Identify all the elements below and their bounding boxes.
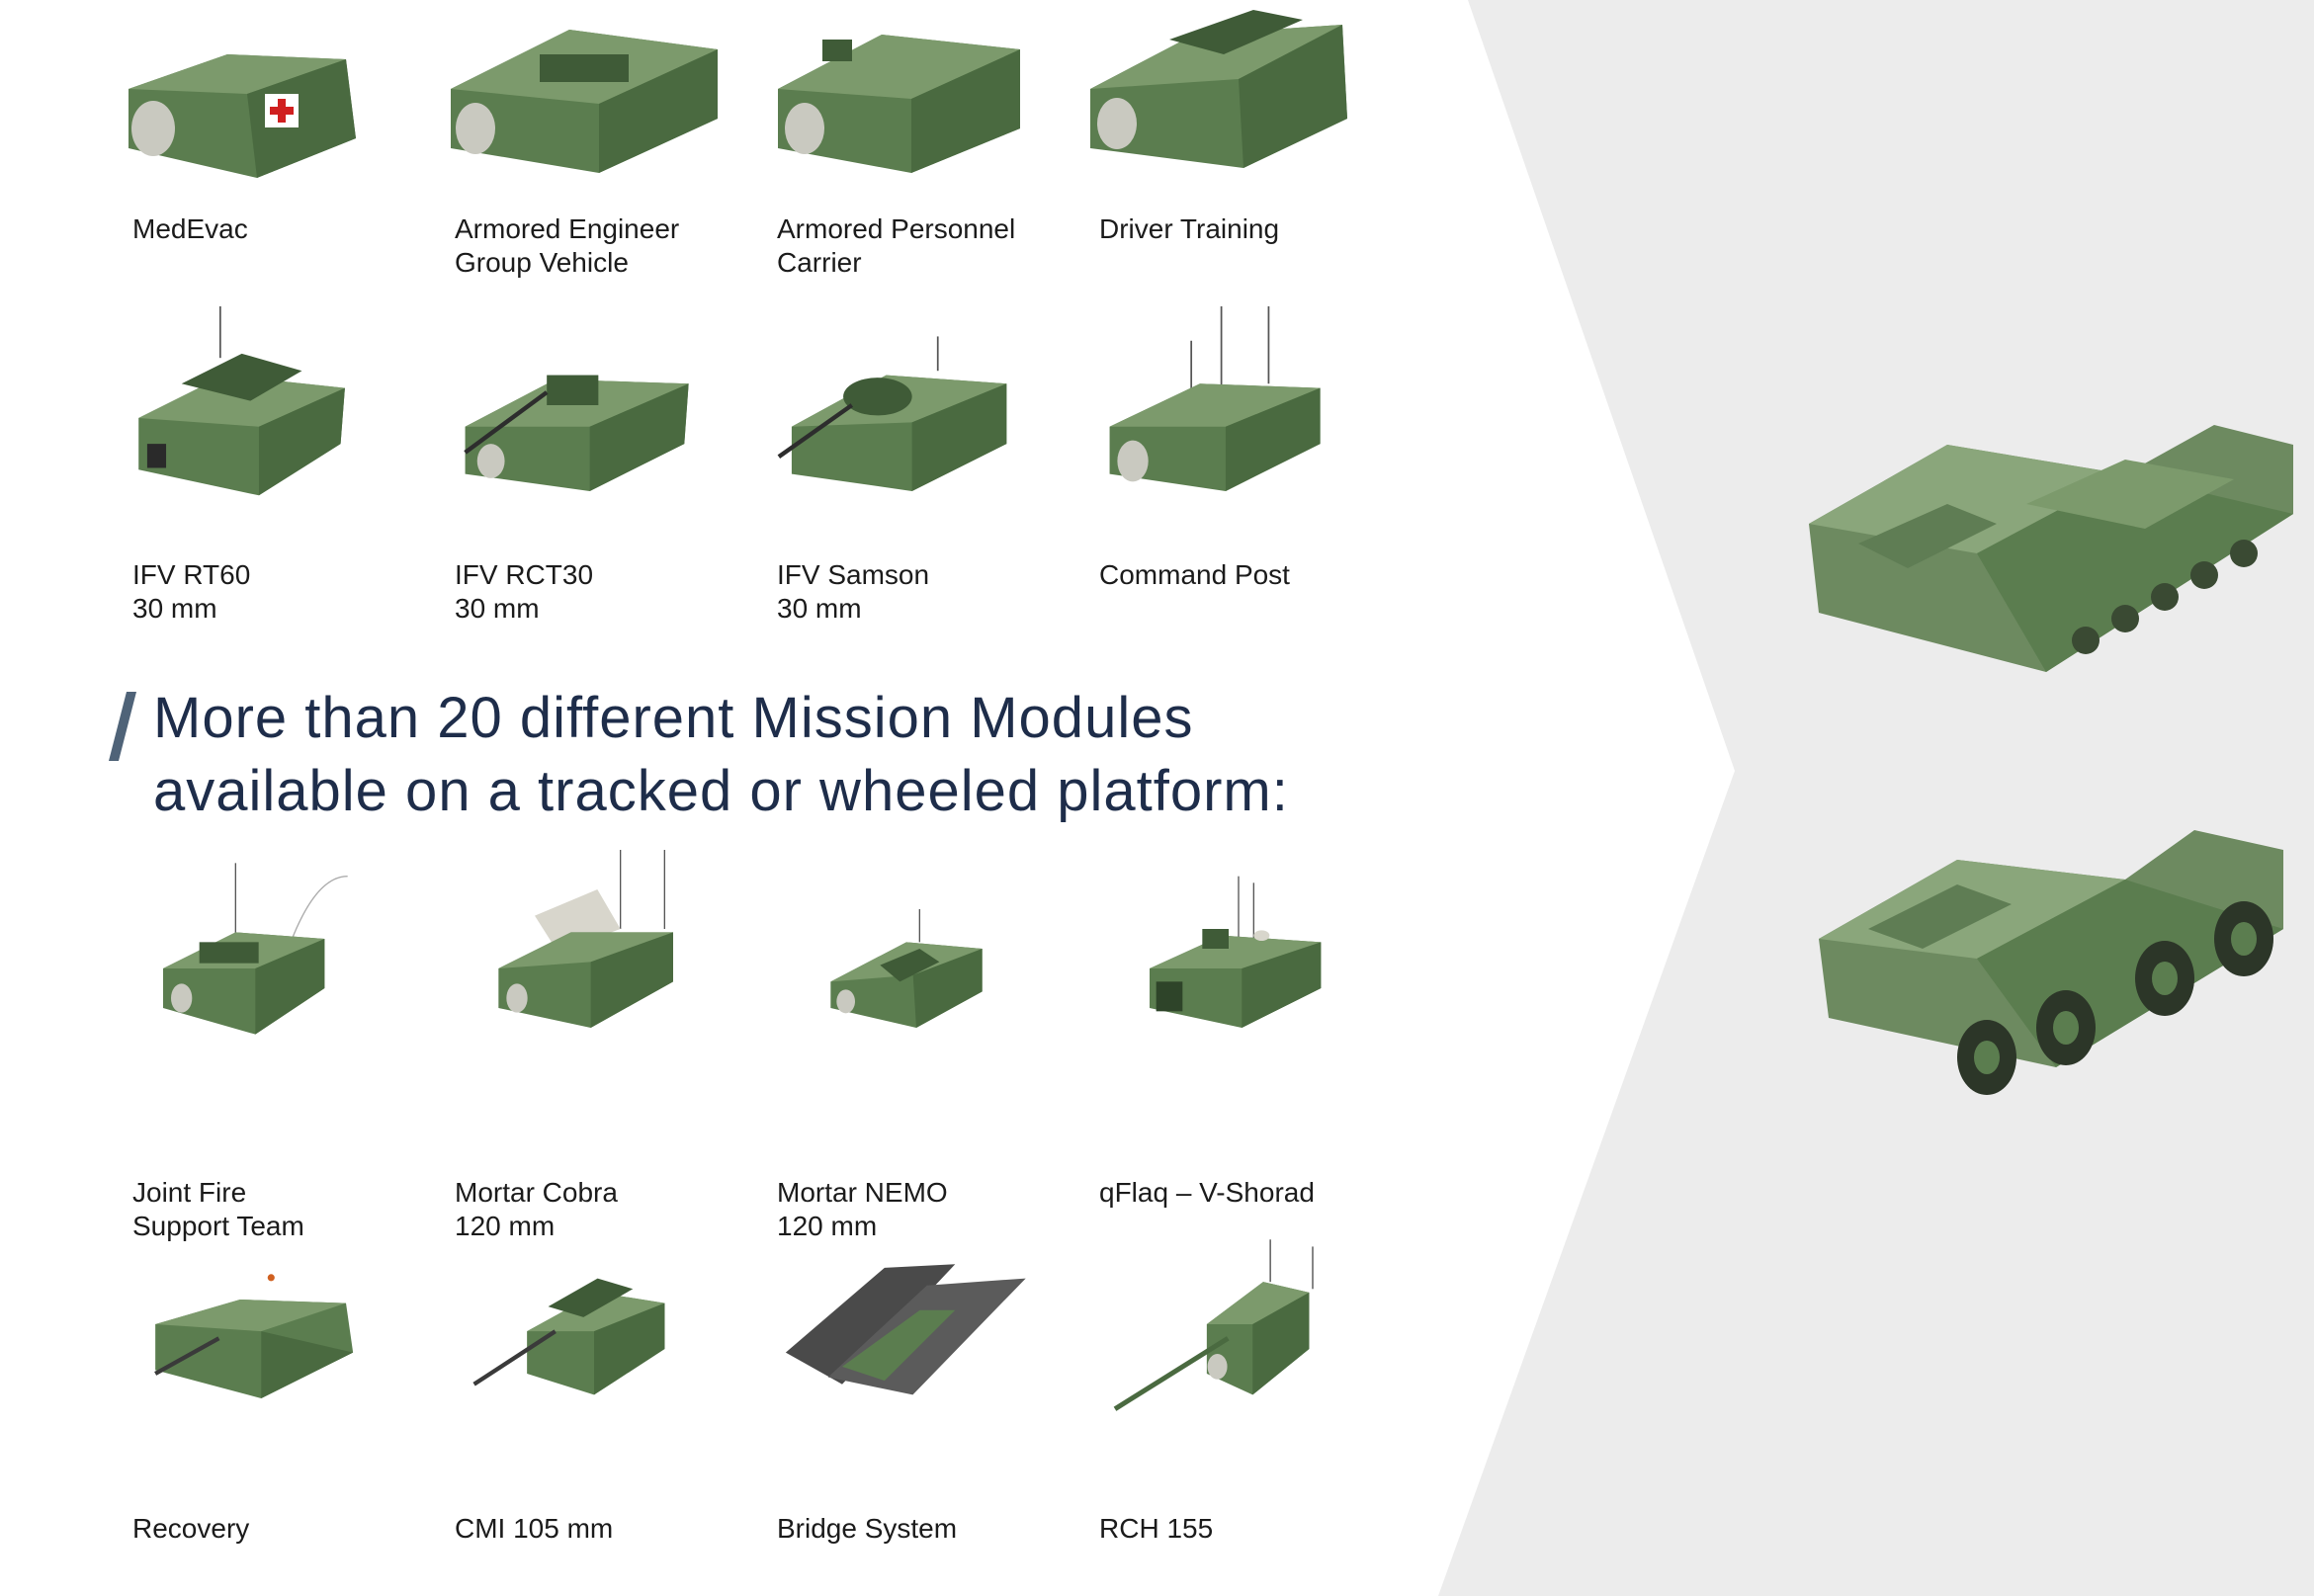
module-label-line2: 30 mm — [455, 593, 540, 624]
slash-accent-icon — [109, 692, 136, 761]
module-label-line1: CMI 105 mm — [455, 1513, 614, 1544]
module-label-line2: Group Vehicle — [455, 247, 629, 278]
module-label-line1: Bridge System — [777, 1513, 958, 1544]
module-label-line1: RCH 155 — [1099, 1513, 1214, 1544]
bridge-system-vehicle-image — [785, 1264, 1026, 1395]
module-label-line1: Armored Personnel — [777, 213, 1016, 244]
mortar-cobra-vehicle-image — [498, 850, 673, 1028]
ifv-rt60-vehicle-image — [138, 306, 345, 496]
module-label-line1: Driver Training — [1099, 213, 1280, 244]
module-label-line2: 120 mm — [777, 1211, 878, 1241]
module-label-line1: MedEvac — [132, 213, 248, 244]
module-label-line1: Mortar NEMO — [777, 1177, 948, 1208]
rch-155-vehicle-image — [1113, 1239, 1314, 1411]
module-label-line2: 30 mm — [777, 593, 862, 624]
ifv-samson-vehicle-image — [777, 336, 1007, 491]
qflaq-vehicle-image — [1150, 876, 1322, 1028]
ifv-rct30-vehicle-image — [464, 375, 689, 491]
module-label-line1: qFlaq – V-Shorad — [1099, 1177, 1315, 1208]
module-label-line2: Carrier — [777, 247, 862, 278]
module-label-line1: Mortar Cobra — [455, 1177, 618, 1208]
headline-line2: available on a tracked or wheeled platfo… — [153, 759, 1289, 823]
module-label-line1: Joint Fire — [132, 1177, 247, 1208]
apc-vehicle-image — [778, 35, 1020, 173]
mortar-nemo-vehicle-image — [830, 909, 983, 1028]
command-post-vehicle-image — [1109, 306, 1321, 491]
cmi-105-vehicle-image — [472, 1278, 665, 1395]
module-label-line2: 30 mm — [132, 593, 217, 624]
module-label-line1: Recovery — [132, 1513, 250, 1544]
wheeled-platform-image — [1819, 830, 2283, 1095]
joint-fire-vehicle-image — [163, 863, 348, 1035]
module-label-line1: IFV RT60 — [132, 559, 251, 590]
module-label-line1: Armored Engineer — [455, 213, 680, 244]
module-label-line2: Support Team — [132, 1211, 304, 1241]
module-label-line1: IFV RCT30 — [455, 559, 594, 590]
headline-line1: More than 20 different Mission Modules — [153, 686, 1194, 750]
tracked-platform-image — [1809, 425, 2293, 672]
module-label-line2: 120 mm — [455, 1211, 556, 1241]
driver-training-vehicle-image — [1090, 10, 1347, 168]
engineer-vehicle-image — [451, 30, 718, 173]
module-label-line1: IFV Samson — [777, 559, 930, 590]
module-label-line1: Command Post — [1099, 559, 1290, 590]
medevac-vehicle-image — [129, 54, 356, 178]
recovery-vehicle-image — [154, 1274, 354, 1398]
